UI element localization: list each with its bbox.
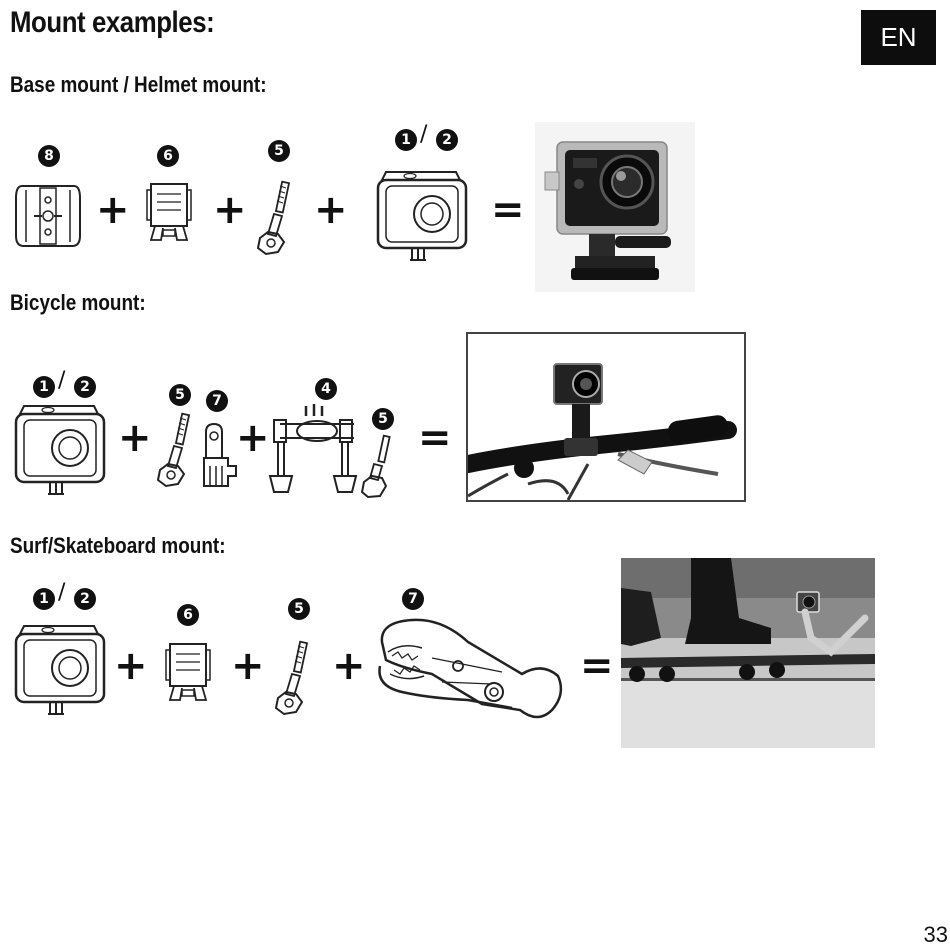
screw-and-pivot-arm-icon [154,412,242,492]
waterproof-case-icon [14,622,108,720]
part-number-badge: 2 [436,129,458,151]
plus-sign: + [114,643,148,689]
plus-sign: + [236,415,270,461]
camera-on-bicycle-handlebar-photo [466,332,746,502]
part-number-badge: 8 [38,145,60,167]
buckle-adapter-icon [143,180,195,245]
section-heading-base-mount: Base mount / Helmet mount: [10,72,267,97]
plus-sign: + [118,415,152,461]
part-number-badge: 5 [169,384,191,406]
part-number-badge: 1 [33,588,55,610]
plus-sign: + [332,643,366,689]
thumb-screw-icon [254,180,294,258]
part-number-badge: 5 [372,408,394,430]
part-number-badge: 4 [315,378,337,400]
section-heading-surf-skateboard-mount: Surf/Skateboard mount: [10,533,226,558]
part-number-badge: 2 [74,376,96,398]
separator-slash: / [420,122,428,147]
part-number-badge: 1 [395,129,417,151]
waterproof-case-icon [14,402,108,500]
plus-sign: + [231,643,265,689]
plus-sign: + [96,187,130,233]
language-badge: EN [861,10,936,65]
waterproof-case-icon [376,168,470,266]
thumb-screw-icon [272,640,312,718]
equals-sign: = [491,187,525,233]
part-number-badge: 5 [288,598,310,620]
part-number-badge: 6 [177,604,199,626]
part-number-badge: 5 [268,140,290,162]
part-number-badge: 2 [74,588,96,610]
page-title: Mount examples: [10,6,215,39]
part-number-badge: 6 [157,145,179,167]
part-number-badge: 7 [206,390,228,412]
buckle-adapter-icon [162,640,214,705]
page-number: 33 [923,922,948,947]
equals-sign: = [580,643,614,689]
handlebar-mount-and-screw-icon [268,402,396,500]
equals-sign: = [418,415,452,461]
flat-base-mount-icon [12,178,84,253]
clamp-mount-icon [372,612,568,730]
part-number-badge: 7 [402,588,424,610]
camera-on-base-mount-photo [535,122,695,292]
separator-slash: / [58,368,66,393]
separator-slash: / [58,580,66,605]
plus-sign: + [314,187,348,233]
plus-sign: + [213,187,247,233]
section-heading-bicycle-mount: Bicycle mount: [10,290,146,315]
part-number-badge: 1 [33,376,55,398]
camera-on-skateboard-photo [621,558,875,748]
